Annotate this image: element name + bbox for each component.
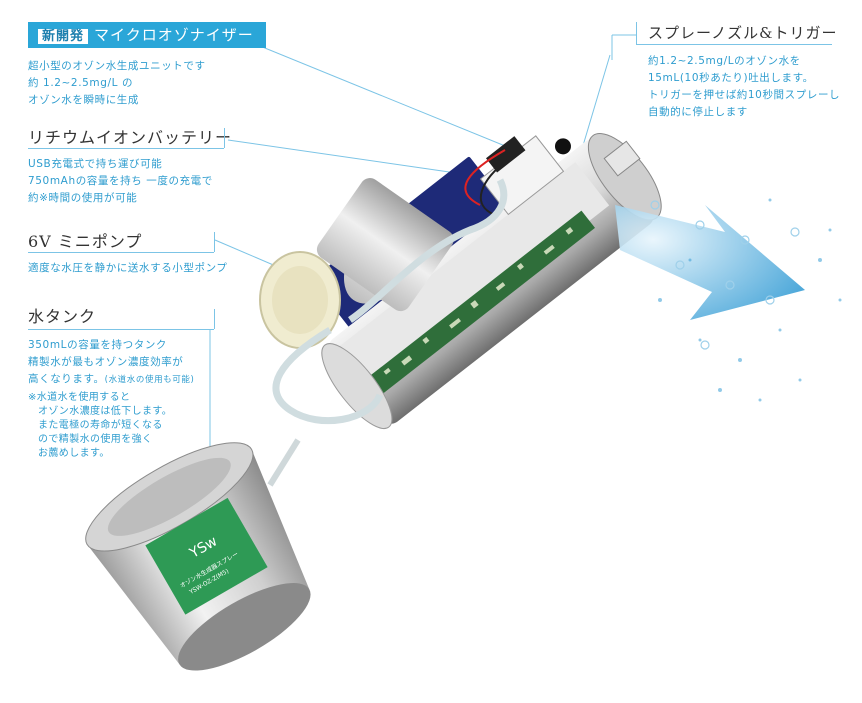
tank-rule [28,329,214,330]
pump-title: 6V ミニポンプ [28,232,143,251]
ozonizer-description: 超小型のオゾン水生成ユニットです 約 1.2~2.5mg/L の オゾン水を瞬時… [28,58,266,109]
tank-callout: 水タンク 350mLの容量を持つタンク 精製水が最もオゾン濃度効率が 高くなりま… [28,303,194,461]
nozzle-description: 約1.2~2.5mg/Lのオゾン水を 15mL(10秒あたり)吐出します。 トリ… [648,53,840,121]
nozzle-callout: スプレーノズル&トリガー 約1.2~2.5mg/Lのオゾン水を 15mL(10秒… [648,22,840,121]
pump-callout: 6V ミニポンプ 適度な水圧を静かに送水する小型ポンプ [28,228,227,277]
ozonizer-line: 超小型のオゾン水生成ユニットです [28,60,206,72]
tank-rule-end [214,309,215,329]
nozzle-rule-start [636,22,637,44]
battery-line: 750mAhの容量を持ち 一度の充電で [28,175,213,187]
tank-line-3-main: 高くなります。 [28,373,105,385]
tank-title: 水タンク [28,307,97,326]
tank-note-line: また電極の寿命が短くなる [38,420,163,431]
tank-note-line: ※水道水を使用すると [28,392,131,403]
battery-title: リチウムイオンバッテリー [28,128,233,147]
battery-rule [28,148,224,149]
battery-description: USB充電式で持ち運び可能 750mAhの容量を持ち 一度の充電で 約※時間の使… [28,156,232,207]
tank-line: 精製水が最もオゾン濃度効率が [28,356,184,368]
nozzle-line: 約1.2~2.5mg/Lのオゾン水を [648,55,801,67]
nozzle-rule [636,44,832,45]
battery-line: USB充電式で持ち運び可能 [28,158,163,170]
nozzle-line: トリガーを押せば約10秒間スプレーし [648,89,841,101]
tank-note: ※水道水を使用すると オゾン水濃度は低下します。 また電極の寿命が短くなる ので… [28,391,194,461]
ozonizer-line: オゾン水を瞬時に生成 [28,94,139,106]
pump-rule [28,252,214,253]
pump-description: 適度な水圧を静かに送水する小型ポンプ [28,260,227,277]
nozzle-line: 自動的に停止します [648,106,748,118]
tank-note-line: ので精製水の使用を強く [38,434,153,445]
battery-line: 約※時間の使用が可能 [28,192,138,204]
battery-rule-end [224,128,225,148]
ozonizer-callout: 新開発マイクロオゾナイザー 超小型のオゾン水生成ユニットです 約 1.2~2.5… [28,22,266,109]
battery-callout: リチウムイオンバッテリー USB充電式で持ち運び可能 750mAhの容量を持ち … [28,124,232,207]
nozzle-line: 15mL(10秒あたり)吐出します。 [648,72,814,84]
tank-description: 350mLの容量を持つタンク 精製水が最もオゾン濃度効率が 高くなります。(水道… [28,337,194,389]
ozonizer-line: 約 1.2~2.5mg/L の [28,77,134,89]
tank-note-line: お薦めします。 [38,448,110,459]
ozonizer-title: マイクロオゾナイザー [94,26,254,44]
pump-rule-end [214,232,215,252]
nozzle-title: スプレーノズル&トリガー [648,24,838,42]
new-tag: 新開発 [38,29,89,44]
tank-line: 350mLの容量を持つタンク [28,339,168,351]
ozonizer-title-badge: 新開発マイクロオゾナイザー [28,22,266,48]
tank-line-3-small: (水道水の使用も可能) [104,375,195,385]
tank-note-line: オゾン水濃度は低下します。 [38,406,173,417]
pump-line: 適度な水圧を静かに送水する小型ポンプ [28,262,228,274]
tank-line-3: 高くなります。(水道水の使用も可能) [28,371,194,389]
